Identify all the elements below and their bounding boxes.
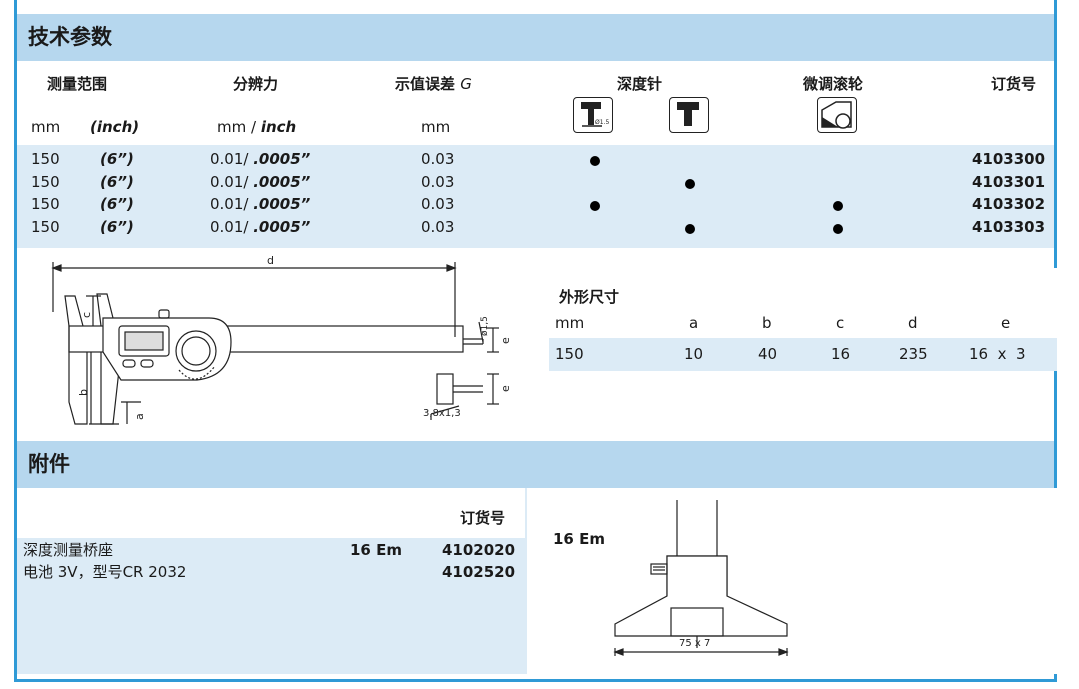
- tech-table-body: 150 (6”) 0.01/ .0005” 0.03 4103300 150 (…: [17, 145, 1054, 248]
- cell-order: 4103301: [972, 173, 1046, 191]
- option-dot: [590, 156, 600, 166]
- accessories-section-title: 附件: [17, 441, 1054, 488]
- cell-error: 0.03: [421, 218, 455, 236]
- cell-resolution: 0.01/ .0005”: [210, 173, 311, 191]
- dim-label-tip: 3,8x1,3: [423, 408, 461, 419]
- accessories-table: 订货号 深度测量桥座 16 Em 4102020 电池 3V，型号CR 2032…: [17, 488, 525, 674]
- option-dot: [685, 224, 695, 234]
- dim-label-a: a: [133, 413, 146, 420]
- dim-header-d: d: [908, 314, 918, 332]
- dimensions-row: 150 10 40 16 235 16 x 3: [549, 338, 1057, 371]
- option-dot: [685, 179, 695, 189]
- subheader-mm: mm: [31, 118, 61, 136]
- cell-mm: 150: [31, 195, 60, 213]
- cell-mm: 150: [31, 173, 60, 191]
- option-dot: [833, 201, 843, 211]
- cell-error: 0.03: [421, 150, 455, 168]
- dim-value-b: 40: [758, 345, 778, 363]
- dim-label-e1: e: [499, 337, 512, 344]
- depth-rod-flat-icon: [669, 97, 709, 133]
- header-error: 示值误差 G: [395, 73, 472, 94]
- subheader-inch: (inch): [90, 118, 140, 136]
- dimensions-table: 外形尺寸 mm a b c d e 150 10 40 16 235 16 x …: [549, 268, 1057, 371]
- caliper-drawing: d c b a e e ø1,5 3,8x1,3: [51, 254, 512, 425]
- subheader-res: mm / inch: [217, 118, 296, 136]
- depth-base-diagram: 75 x 7: [613, 500, 789, 656]
- dim-header-b: b: [762, 314, 772, 332]
- header-order: 订货号: [991, 75, 1037, 93]
- subheader-err-mm: mm: [421, 118, 451, 136]
- dim-header-e: e: [1001, 314, 1011, 332]
- cell-inch: (6”): [100, 218, 134, 236]
- dim-label-diameter: ø1,5: [480, 316, 490, 336]
- header-resolution: 分辨力: [233, 75, 279, 93]
- depth-base-diagram-panel: 16 Em 75 x 7: [527, 488, 1057, 674]
- subheader-res-mm: mm /: [217, 118, 257, 136]
- cell-order: 4103303: [972, 218, 1046, 236]
- fine-adjust-wheel-icon: [817, 97, 857, 133]
- option-dot: [590, 201, 600, 211]
- tech-table-header: 测量范围 分辨力 示值误差 G 深度针 微调滚轮 订货号 mm (inch) m…: [17, 61, 1054, 143]
- dim-value-c: 16: [831, 345, 851, 363]
- tech-section-title: 技术参数: [17, 14, 1054, 61]
- dim-header-c: c: [836, 314, 845, 332]
- dim-label-e2: e: [499, 385, 512, 392]
- dim-header-mm: mm: [555, 314, 585, 332]
- dim-label-c: c: [80, 312, 93, 318]
- cell-mm: 150: [31, 218, 60, 236]
- cell-order: 4103302: [972, 195, 1046, 213]
- datasheet-frame: 技术参数 测量范围 分辨力 示值误差 G 深度针 微调滚轮 订货号 mm (in…: [14, 0, 1057, 682]
- dim-label-b: b: [77, 389, 90, 396]
- cell-mm: 150: [31, 150, 60, 168]
- depth-rod-round-icon: Ø1.5: [573, 97, 613, 133]
- header-wheel: 微调滚轮: [803, 75, 864, 93]
- cell-order: 4103300: [972, 150, 1046, 168]
- accessory-order: 4102520: [442, 563, 516, 581]
- dim-value-mm: 150: [555, 345, 584, 363]
- dim-label-d: d: [267, 254, 274, 267]
- cell-inch: (6”): [100, 173, 134, 191]
- diagram-model-label: 16 Em: [553, 530, 605, 548]
- dim-value-d: 235: [899, 345, 928, 363]
- header-depth: 深度针: [617, 75, 663, 93]
- option-dot: [833, 224, 843, 234]
- cell-inch: (6”): [100, 195, 134, 213]
- diagram-dimension-label: 75 x 7: [679, 638, 710, 649]
- header-error-label: 示值误差: [395, 75, 456, 93]
- cell-resolution: 0.01/ .0005”: [210, 195, 311, 213]
- cell-resolution: 0.01/ .0005”: [210, 150, 311, 168]
- accessory-order: 4102020: [442, 541, 516, 559]
- cell-resolution: 0.01/ .0005”: [210, 218, 311, 236]
- accessory-name: 深度测量桥座: [23, 541, 114, 559]
- dim-header-a: a: [689, 314, 699, 332]
- dim-value-e: 16 x 3: [969, 345, 1026, 363]
- header-error-symbol: G: [460, 75, 472, 93]
- cell-inch: (6”): [100, 150, 134, 168]
- accessory-name: 电池 3V，型号CR 2032: [23, 563, 187, 581]
- dimensions-title: 外形尺寸: [559, 288, 620, 306]
- depth-icon-label: Ø1.5: [595, 119, 609, 126]
- dim-value-a: 10: [684, 345, 704, 363]
- header-range: 测量范围: [47, 75, 108, 93]
- accessory-model: 16 Em: [350, 541, 402, 559]
- cell-error: 0.03: [421, 173, 455, 191]
- cell-error: 0.03: [421, 195, 455, 213]
- subheader-res-inch: inch: [260, 118, 297, 136]
- accessories-order-header: 订货号: [460, 509, 506, 527]
